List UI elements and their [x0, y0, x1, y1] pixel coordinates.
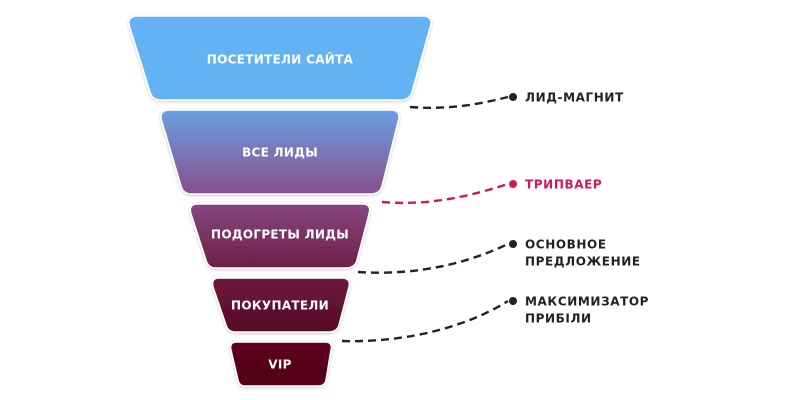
connector-tripwire [381, 180, 517, 205]
bullet-icon [509, 93, 517, 101]
stage-label-tripwire: ТРИПВАЕР [525, 178, 602, 192]
funnel-tier-warmed-leads: ПОДОГРЕТЫ ЛИДЫ [189, 203, 371, 269]
funnel-tier-site-visitors: ПОСЕТИТЕЛИ САЙТА [128, 15, 432, 101]
stage-label-lead-magnet: ЛИД-МАГНИТ [525, 91, 624, 105]
bullet-icon [509, 240, 517, 248]
tier-label: VIP [268, 358, 291, 372]
bullet-icon [509, 180, 517, 188]
tier-label: ПОДОГРЕТЫ ЛИДЫ [211, 228, 349, 242]
stage-label-core-offer-line1: ОСНОВНОЕ [525, 238, 607, 252]
bullet-icon [509, 297, 517, 305]
connector-core-offer [357, 240, 517, 274]
stage-label-profit-maximizer-line2: ПРИБІЛИ [525, 312, 592, 326]
funnel-tier-buyers: ПОКУПАТЕЛИ [211, 277, 351, 333]
stage-label-core-offer-line2: ПРЕДЛОЖЕНИЕ [525, 255, 641, 269]
stage-label-profit-maximizer-line1: МАКСИМИЗАТОР [525, 295, 649, 309]
funnel-tier-all-leads: ВСЕ ЛИДЫ [160, 109, 400, 195]
funnel-tier-vip: VIP [229, 341, 333, 387]
tier-label: ВСЕ ЛИДЫ [242, 146, 318, 160]
connector-profit-maximizer [341, 297, 517, 343]
tier-label: ПОКУПАТЕЛИ [231, 299, 329, 313]
connector-lead-magnet [409, 93, 517, 109]
tier-label: ПОСЕТИТЕЛИ САЙТА [207, 52, 354, 67]
